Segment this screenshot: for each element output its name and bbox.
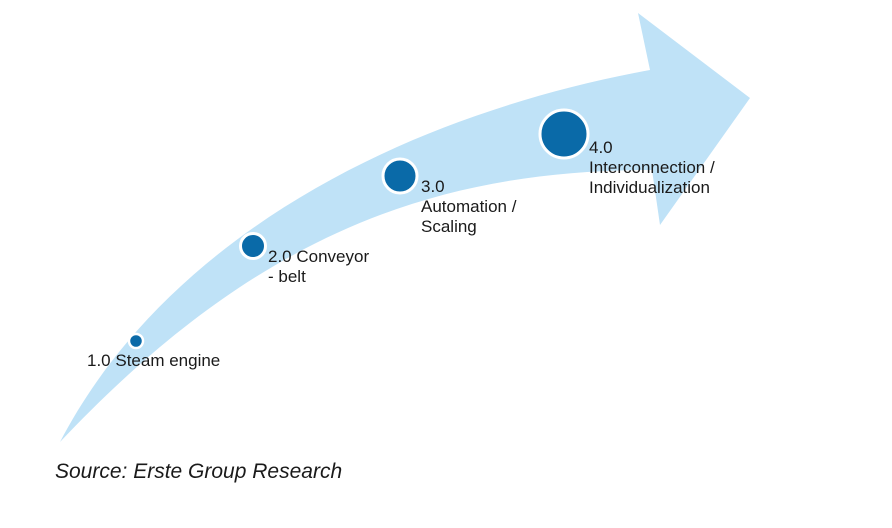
growth-arrow <box>60 13 750 442</box>
stage-3-marker <box>381 157 419 195</box>
stage-4-label-line-2: Interconnection / <box>589 158 715 177</box>
stage-1-label: 1.0 Steam engine <box>87 351 220 371</box>
stage-2-label: 2.0 Conveyor - belt <box>268 247 369 287</box>
source-note: Source: Erste Group Research <box>55 460 343 483</box>
stage-1-label-line-1: 1.0 Steam engine <box>87 351 221 370</box>
stage-2-label-line-1: 2.0 Conveyor <box>268 247 370 266</box>
stage-4-marker <box>538 108 590 160</box>
stage-2-label-line-2: - belt <box>268 267 306 286</box>
stage-2-marker <box>239 232 267 260</box>
stage-4-label-line-1: 4.0 <box>589 138 613 157</box>
stage-3-label-line-1: 3.0 <box>421 177 445 196</box>
stage-1-marker <box>127 332 145 350</box>
stage-4-label: 4.0 Interconnection / Individualization <box>589 138 715 198</box>
stage-3-label-line-2: Automation / <box>421 197 517 216</box>
stage-3-label-line-3: Scaling <box>421 217 477 236</box>
stage-4-label-line-3: Individualization <box>589 178 710 197</box>
stage-3-label: 3.0 Automation / Scaling <box>421 177 516 237</box>
